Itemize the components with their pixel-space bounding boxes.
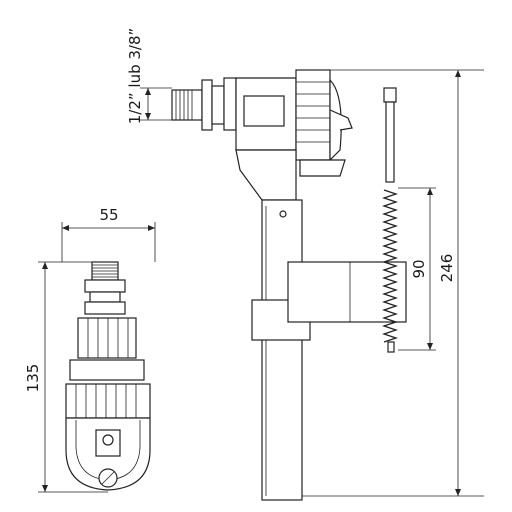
dim-thread (140, 87, 172, 121)
dim-height (38, 261, 108, 493)
elbow (235, 149, 297, 201)
rod-top (383, 87, 397, 103)
valve-cap (295, 69, 331, 161)
spring (381, 189, 399, 343)
dim-width (61, 222, 156, 262)
height-label: 135 (24, 364, 42, 393)
thread-label: 1/2” lub 3/8” (126, 28, 144, 125)
total-label: 246 (438, 254, 456, 283)
side-view (171, 69, 407, 501)
front-view (65, 261, 151, 491)
inlet-nut (201, 79, 213, 131)
inlet-thread (171, 89, 203, 121)
float (287, 261, 407, 323)
main-tube (261, 199, 303, 501)
width-label: 55 (99, 206, 118, 224)
rod-label: 90 (410, 259, 428, 278)
front-body (77, 317, 137, 359)
dim-total (302, 69, 484, 497)
front-nut (84, 279, 126, 293)
rod (385, 101, 395, 183)
dim-rod (398, 187, 436, 351)
front-ring (65, 383, 151, 419)
